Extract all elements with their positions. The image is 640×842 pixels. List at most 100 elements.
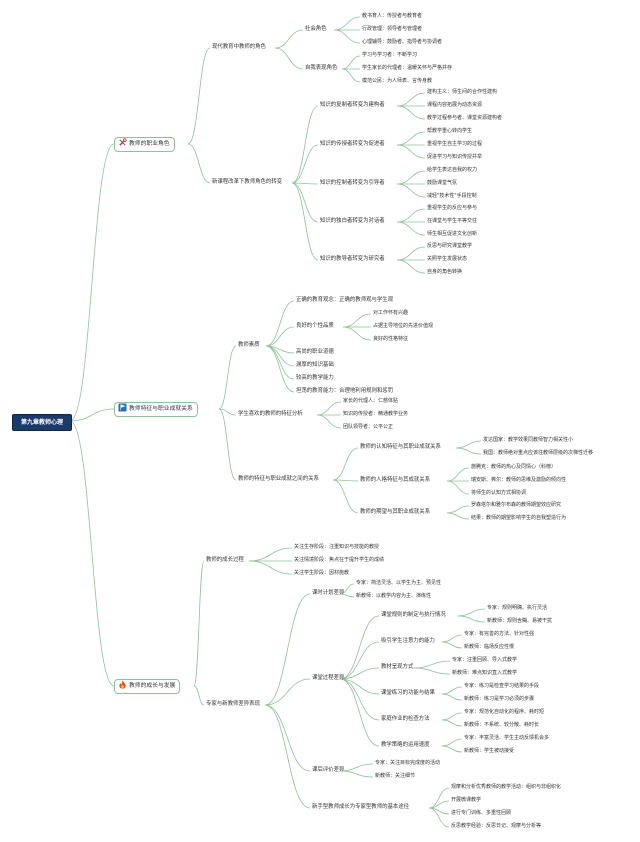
node-stages[interactable]: 教师的成长过程 [206,557,244,563]
node-reform-c[interactable]: 知识的控制者转变为引导者 [320,180,385,186]
leaf[interactable]: 关注生存阶段：注重知识与技能的教授 [294,544,380,550]
node-new-reform[interactable]: 新课程改革下教师角色的转变 [212,179,283,185]
leaf[interactable]: 新教师：学生被动接受 [464,748,515,754]
node-personality[interactable]: 良好的个性品质 [296,323,334,329]
leaf[interactable]: 专家：简洁灵活、以学生为主、预见性 [356,580,442,586]
leaf[interactable]: 对工作怀有兴趣 [373,310,409,316]
node-qualities[interactable]: 教师素质 [238,342,260,348]
leaf[interactable]: 观摩和分析优秀教师的教学活动：组织与非组织化 [451,784,562,790]
leaf[interactable]: 重视学生自主学习的过程 [427,141,483,147]
leaf[interactable]: 渊厚的知识基础 [296,362,334,368]
leaf[interactable]: 课程内容拓展为动态资源 [427,102,483,108]
node-social-role[interactable]: 社会角色 [305,26,327,32]
leaf[interactable]: 行政管理：领导者与管理者 [362,26,423,32]
leaf[interactable]: 心理辅导：鼓励者、指导者与协调者 [362,39,443,45]
node-path[interactable]: 新手型教师成长为专家型教师的基本途径 [312,804,410,810]
leaf[interactable]: 正确的教育观念：正确的教师观与学生观 [296,297,394,303]
leaf[interactable]: 施腾克：教师的热心及同情心（科榜） [471,464,557,470]
branch-teacher-role[interactable]: 教师的职业角色 [114,137,175,152]
leaf[interactable]: 专家：关注目标完成度的活动 [375,760,441,766]
leaf[interactable]: 专家：注重回顾、导入式教学 [452,657,518,663]
node-rel-c[interactable]: 教师的期望与其职业成就关系 [360,509,431,515]
leaf[interactable]: 将师生的认知方式相协调 [471,490,527,496]
leaf[interactable]: 学习与学习者：不断学习 [362,52,418,58]
leaf[interactable]: 减轻"技术性"手段控制 [427,193,477,199]
leaf[interactable]: 新教师：不系统、较分散、耗时长 [464,722,540,728]
leaf[interactable]: 发达国家：教学效果同教师智力相关性小 [483,437,574,443]
connector-line [332,479,359,482]
leaf[interactable]: 建构主义：师生间的合作性建构 [427,89,498,95]
leaf[interactable]: 新教师：关注细节 [375,773,416,779]
leaf[interactable]: 新教师：练习是学习必须的步骤 [464,696,535,702]
leaf[interactable]: 我国：教师绝对重点应该往教师层级的次梯性迁移 [483,450,594,456]
leaf[interactable]: 高尚的职业道德 [296,349,334,355]
node-proc-a[interactable]: 课堂规则的制定与执行情况 [381,612,446,618]
leaf[interactable]: 专家：有完善的方法、针对性强 [464,631,535,637]
connector-line [441,686,463,695]
leaf[interactable]: 在课堂与学生平等交往 [427,218,478,224]
leaf[interactable]: 关注情境阶段：焦点在于提升学生的成绩 [294,557,385,563]
connector-line [428,787,450,809]
leaf[interactable]: 模范公民：为人师表、言传身教 [362,78,433,84]
node-reform-a[interactable]: 知识的复制者转变为建构者 [320,102,385,108]
leaf[interactable]: 团队领导者：公平公正 [343,424,394,430]
node-eval[interactable]: 课后评价差异 [312,767,345,773]
leaf[interactable]: 给学生表达自我的权力 [427,167,478,173]
leaf[interactable]: 促进学习与知识传授并举 [427,154,483,160]
node-rel-b[interactable]: 教师的人格特征与其成就关系 [360,477,431,483]
leaf[interactable]: 瑞安斯、弗尔：教师的思维及激励的倾向性 [471,477,567,483]
node-proc-d[interactable]: 课堂练习的功能与结果 [381,690,435,696]
leaf[interactable]: 罗森塔尔和雅尔布森的教师期望效应研究 [471,502,562,508]
leaf[interactable]: 学生家长的代理者：温暖关怀与严格并存 [362,65,453,71]
leaf[interactable]: 关注学生阶段：因材施教 [294,570,350,576]
node-proc-f[interactable]: 教学策略的运用速度 [381,742,430,748]
node-modern-role[interactable]: 现代教育中教师的角色 [212,44,266,50]
leaf[interactable]: 关照学生发展状态 [427,256,468,262]
connector-line [396,183,426,198]
leaf[interactable]: 专家：丰富灵活、学生主动反馈机会多 [464,735,550,741]
leaf[interactable]: 新教师：以教学内容为主、演练性 [356,593,432,599]
node-rel-a[interactable]: 教师的认知特征与其职业成就关系 [360,444,441,450]
leaf[interactable]: 鼓励课堂气氛 [427,180,458,186]
leaf[interactable]: 家长的代理人：仁慈体贴 [343,398,399,404]
leaf[interactable]: 专家：练习是检查学习结果的手段 [464,683,540,689]
leaf[interactable]: 教书育人：传授者与教育者 [362,13,423,19]
leaf[interactable]: 知识的传授者：精通教学业务 [343,411,409,417]
leaf[interactable]: 帮教学重心转向学生 [427,128,473,134]
connector-line [441,719,463,727]
root-node[interactable]: 第九章教师心理 [12,414,72,431]
connector-line [441,745,463,753]
leaf[interactable]: 开展微课教学 [451,797,482,803]
leaf[interactable]: 重视学生的反应与参与 [427,205,478,211]
node-proc-e[interactable]: 家庭作业的检查方法 [381,716,430,722]
node-process[interactable]: 课堂过程差异 [312,675,345,681]
leaf[interactable]: 反思教学经验：反思日记、观摩与分析等 [451,823,542,829]
leaf[interactable]: 进行专门训练、多重性回顾 [451,810,512,816]
node-student-view[interactable]: 学生喜欢的教师的特征分析 [238,411,303,417]
node-proc-c[interactable]: 教材呈现方式 [381,664,414,670]
branch-teacher-growth[interactable]: 教师的成长与发展 [114,679,181,694]
node-self-role[interactable]: 自我表现角色 [305,65,338,71]
leaf[interactable]: 专家：规则明确、执行灵活 [487,605,548,611]
node-plan[interactable]: 课时计划差异 [312,590,345,596]
node-diff[interactable]: 专家与新教师差异表现 [206,701,260,707]
node-proc-b[interactable]: 吸引学生注意力的能力 [381,638,435,644]
leaf[interactable]: 占据主导地位的先进价值观 [373,323,434,329]
leaf[interactable]: 专家：规范化自动化的程序、耗时短 [464,709,545,715]
leaf[interactable]: 教学过程参与者、课堂资源建构者 [427,115,503,121]
node-reform-b[interactable]: 知识的传授者转变为促进者 [320,141,385,147]
leaf[interactable]: 新教师：规则含糊、易被干扰 [487,618,553,624]
leaf[interactable]: 自身的角色转换 [427,269,463,275]
node-reform-e[interactable]: 知识的教导者转变为研究者 [320,256,385,262]
leaf[interactable]: 坦荡的教育能力：合理地利用规则和惩罚 [296,388,394,394]
node-reform-d[interactable]: 知识的独白者转变为对话者 [320,218,385,224]
leaf[interactable]: 结果：教师的期望影响学生的自我塑造行为 [471,515,567,521]
branch-teacher-traits[interactable]: 教师特征与职业成就关系 [114,402,198,417]
leaf[interactable]: 较高的教学能力 [296,375,334,381]
leaf[interactable]: 师生相互促进文化创新 [427,231,478,237]
leaf[interactable]: 新教师：难点知识直入式教学 [452,670,518,676]
node-relation[interactable]: 教师的特征与职业成就之间的关系 [238,476,319,482]
leaf[interactable]: 新教师：临场反应性慢 [464,644,515,650]
leaf[interactable]: 反思与研究课堂教学 [427,243,473,249]
leaf[interactable]: 良好的性格特征 [373,336,409,342]
